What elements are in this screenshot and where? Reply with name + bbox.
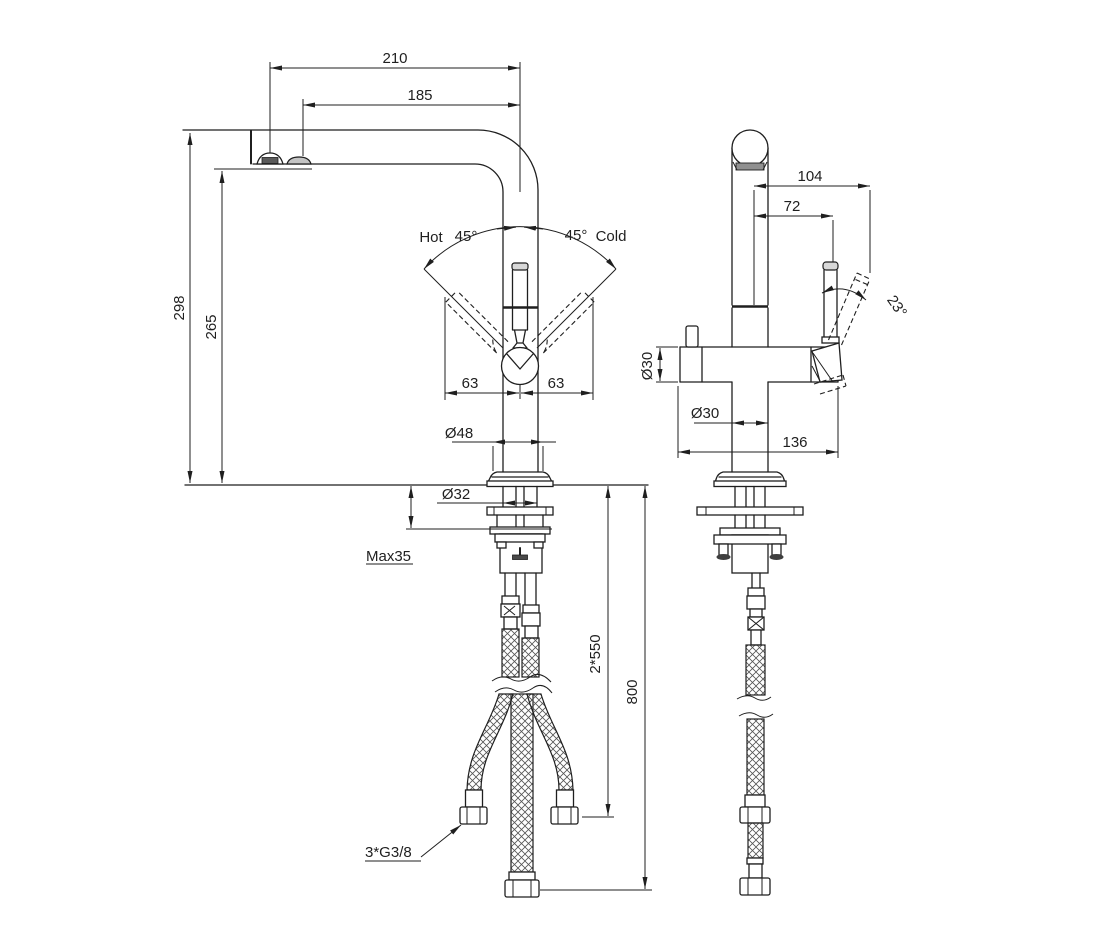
- side-base-flange: [713, 471, 787, 488]
- base-flange: [486, 471, 554, 488]
- swing-angle-arc: [423, 225, 617, 349]
- dim-hose-overall-length-label: 800: [624, 679, 641, 704]
- dim-swing-right-label: 63: [548, 375, 565, 392]
- side-handle: [811, 261, 871, 395]
- dimension-column-diameter: Ø30: [691, 405, 768, 426]
- dim-height-overall-label: 298: [171, 295, 188, 320]
- dim-counter-thickness-label: Max35: [366, 548, 411, 565]
- hose-nut-right: [550, 806, 579, 825]
- dimension-height-to-spout: 265: [203, 168, 312, 483]
- thread-label: 3*G3/8: [365, 844, 412, 861]
- hot-label: Hot: [419, 229, 443, 246]
- dim-base-diameter-label: Ø48: [445, 425, 473, 442]
- spout-outline: [182, 129, 539, 473]
- dimension-handle-swing: 63 63: [444, 297, 594, 400]
- dimension-base-diameter: Ø48: [445, 425, 556, 471]
- side-hose-nut-end: [739, 877, 771, 896]
- dimension-shank-diameter: Ø32: [437, 486, 537, 506]
- side-mounting-hardware: [696, 485, 804, 574]
- hose-nut-center: [504, 879, 540, 898]
- dimension-hose-overall-length: 800: [540, 486, 652, 891]
- dimension-counter-thickness: Max35: [366, 486, 552, 565]
- dim-arm-diameter-label: Ø30: [639, 352, 656, 380]
- dimension-handle-offset: 72: [754, 198, 834, 262]
- side-hose: [736, 572, 774, 896]
- hose-break-gap: [488, 678, 560, 692]
- supply-pipes: [500, 572, 541, 639]
- tilt-angle-label: 23°: [883, 292, 910, 320]
- spout-end-circle: [731, 129, 769, 167]
- dim-aerator-reach-label: 185: [407, 87, 432, 104]
- dimension-height-overall: 298: [171, 133, 193, 483]
- side-spout-column: [731, 129, 769, 348]
- hot-angle-label: 45°: [455, 228, 478, 245]
- dim-body-width-label: 136: [782, 434, 807, 451]
- dim-handle-offset-label: 72: [784, 198, 801, 215]
- handle-ball: [500, 346, 540, 386]
- dim-hose-pair-length-label: 2*550: [587, 634, 604, 673]
- dim-handle-tilted-offset-label: 104: [797, 168, 822, 185]
- mounting-hardware: [486, 485, 554, 574]
- dim-spout-reach-label: 210: [382, 50, 407, 67]
- braided-hoses: [459, 628, 579, 898]
- side-hose-nut-mid: [739, 806, 771, 824]
- dimension-body-width: 136: [677, 386, 839, 458]
- dimension-handle-tilted-offset: 104: [753, 168, 871, 305]
- dim-column-diameter-label: Ø30: [691, 405, 719, 422]
- dimension-hose-pair-length: 2*550: [582, 486, 614, 818]
- front-view: Hot 45° 45° Cold 210 185 298 265: [171, 50, 652, 898]
- side-cross-body: [679, 325, 839, 473]
- cold-label: Cold: [596, 228, 627, 245]
- filter-knob: [685, 325, 699, 348]
- hose-nut-left: [459, 806, 488, 825]
- dimension-spout-reach: 210: [269, 50, 521, 192]
- handle-lever: [500, 262, 540, 386]
- tilt-angle-arc: 23°: [821, 285, 910, 321]
- handle-rotated-45-right: [531, 290, 595, 354]
- dimension-aerator-reach: 185: [302, 87, 520, 156]
- dim-shank-diameter-label: Ø32: [442, 486, 470, 503]
- dimension-arm-diameter: Ø30: [639, 346, 678, 383]
- thread-callout: 3*G3/8: [365, 824, 462, 862]
- dim-height-to-spout-label: 265: [203, 314, 220, 339]
- side-view: 23° 104 72 Ø30 Ø30 136: [639, 129, 910, 896]
- aerator-outlets: [256, 152, 312, 165]
- dim-swing-left-label: 63: [462, 375, 479, 392]
- cold-angle-label: 45°: [565, 227, 588, 244]
- handle-rotated-45-left: [445, 290, 509, 354]
